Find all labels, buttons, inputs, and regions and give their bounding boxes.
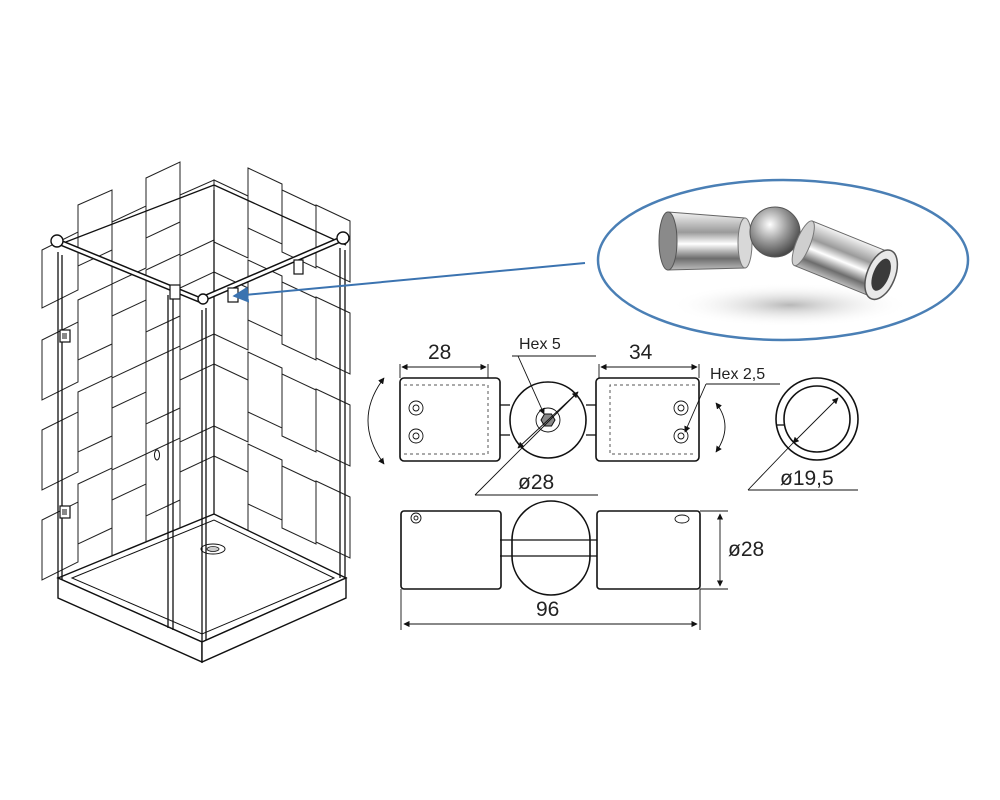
callout-pointer-arrow — [232, 262, 586, 303]
right-wall-tiles — [213, 167, 351, 559]
diameter-19-5-label: ø19,5 — [780, 467, 834, 490]
top-view-drawing: 28 34 Hex 5 Hex 2,5 ø28 — [367, 336, 780, 496]
ball-joint-photo — [749, 206, 801, 258]
glass-panels — [57, 184, 347, 642]
left-connector-photo — [658, 211, 753, 271]
tube-cross-section: ø19,5 — [747, 377, 859, 491]
diameter-28-front-label: ø28 — [518, 471, 554, 494]
dimension-28-label: 28 — [428, 341, 451, 364]
diameter-28-side-label: ø28 — [728, 538, 764, 561]
shower-enclosure-illustration — [41, 161, 586, 664]
hex25-label: Hex 2,5 — [710, 366, 765, 383]
product-photo-callout — [596, 178, 970, 342]
dimension-34-label: 34 — [629, 341, 653, 364]
length-96-label: 96 — [536, 598, 559, 621]
side-view-drawing: ø28 96 — [400, 500, 764, 630]
right-connector-photo — [791, 220, 899, 301]
hex5-label: Hex 5 — [519, 336, 561, 353]
